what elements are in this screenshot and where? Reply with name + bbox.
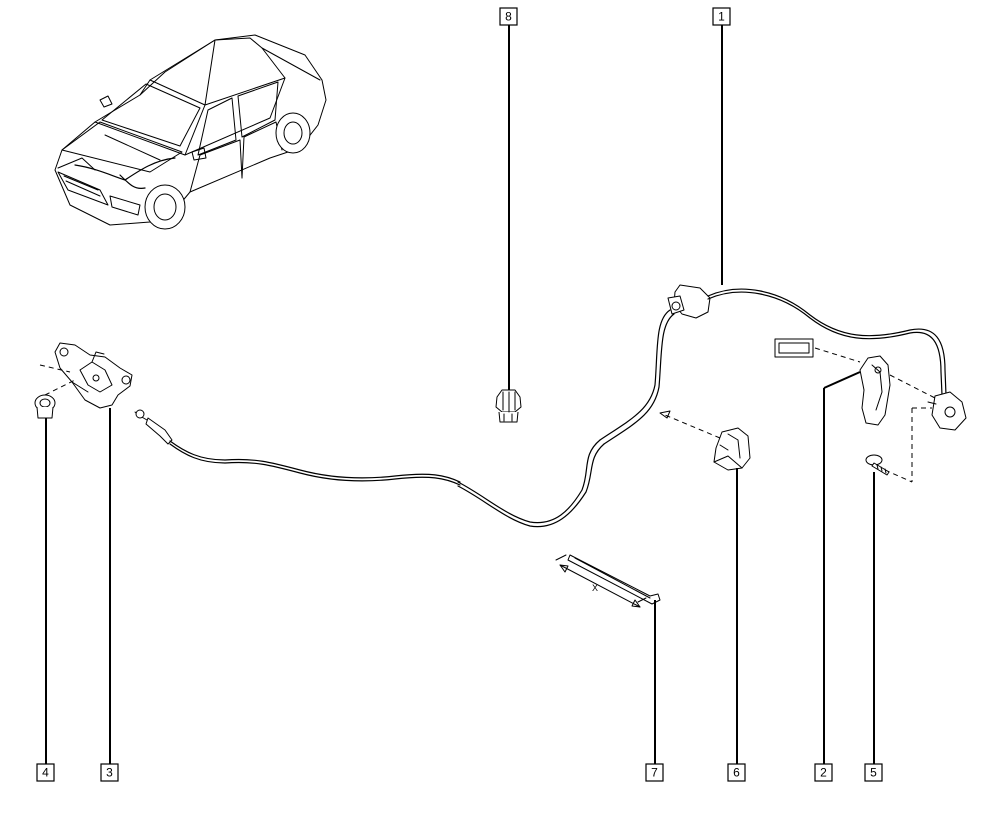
part-1-cable — [134, 284, 967, 528]
callout-6: 6 — [727, 763, 746, 782]
part-2-release-handle — [859, 355, 891, 426]
handle-mounting-plate — [774, 338, 814, 358]
callout-1: 1 — [712, 7, 731, 26]
dimension-x-label: X — [592, 583, 598, 593]
callout-7: 7 — [645, 763, 664, 782]
svg-text:6: 6 — [733, 766, 740, 780]
callout-8: 8 — [499, 7, 518, 26]
part-7-cable-tie: X — [555, 554, 661, 608]
callout-3: 3 — [100, 763, 119, 782]
part-8-grommet — [495, 389, 522, 423]
part-4-nut — [34, 394, 56, 419]
callout-5: 5 — [864, 763, 883, 782]
leader-lines — [45, 25, 875, 764]
svg-text:4: 4 — [42, 766, 49, 780]
svg-text:5: 5 — [870, 766, 877, 780]
svg-text:3: 3 — [106, 766, 113, 780]
part-3-bonnet-lock — [54, 342, 133, 409]
car-illustration — [54, 34, 327, 230]
callout-4: 4 — [36, 763, 55, 782]
svg-text:7: 7 — [651, 766, 658, 780]
part-6-cable-clip — [713, 427, 751, 471]
svg-text:2: 2 — [820, 766, 827, 780]
svg-text:8: 8 — [505, 10, 512, 24]
part-5-screw — [865, 454, 890, 476]
callout-2: 2 — [814, 763, 833, 782]
svg-text:1: 1 — [718, 10, 725, 24]
